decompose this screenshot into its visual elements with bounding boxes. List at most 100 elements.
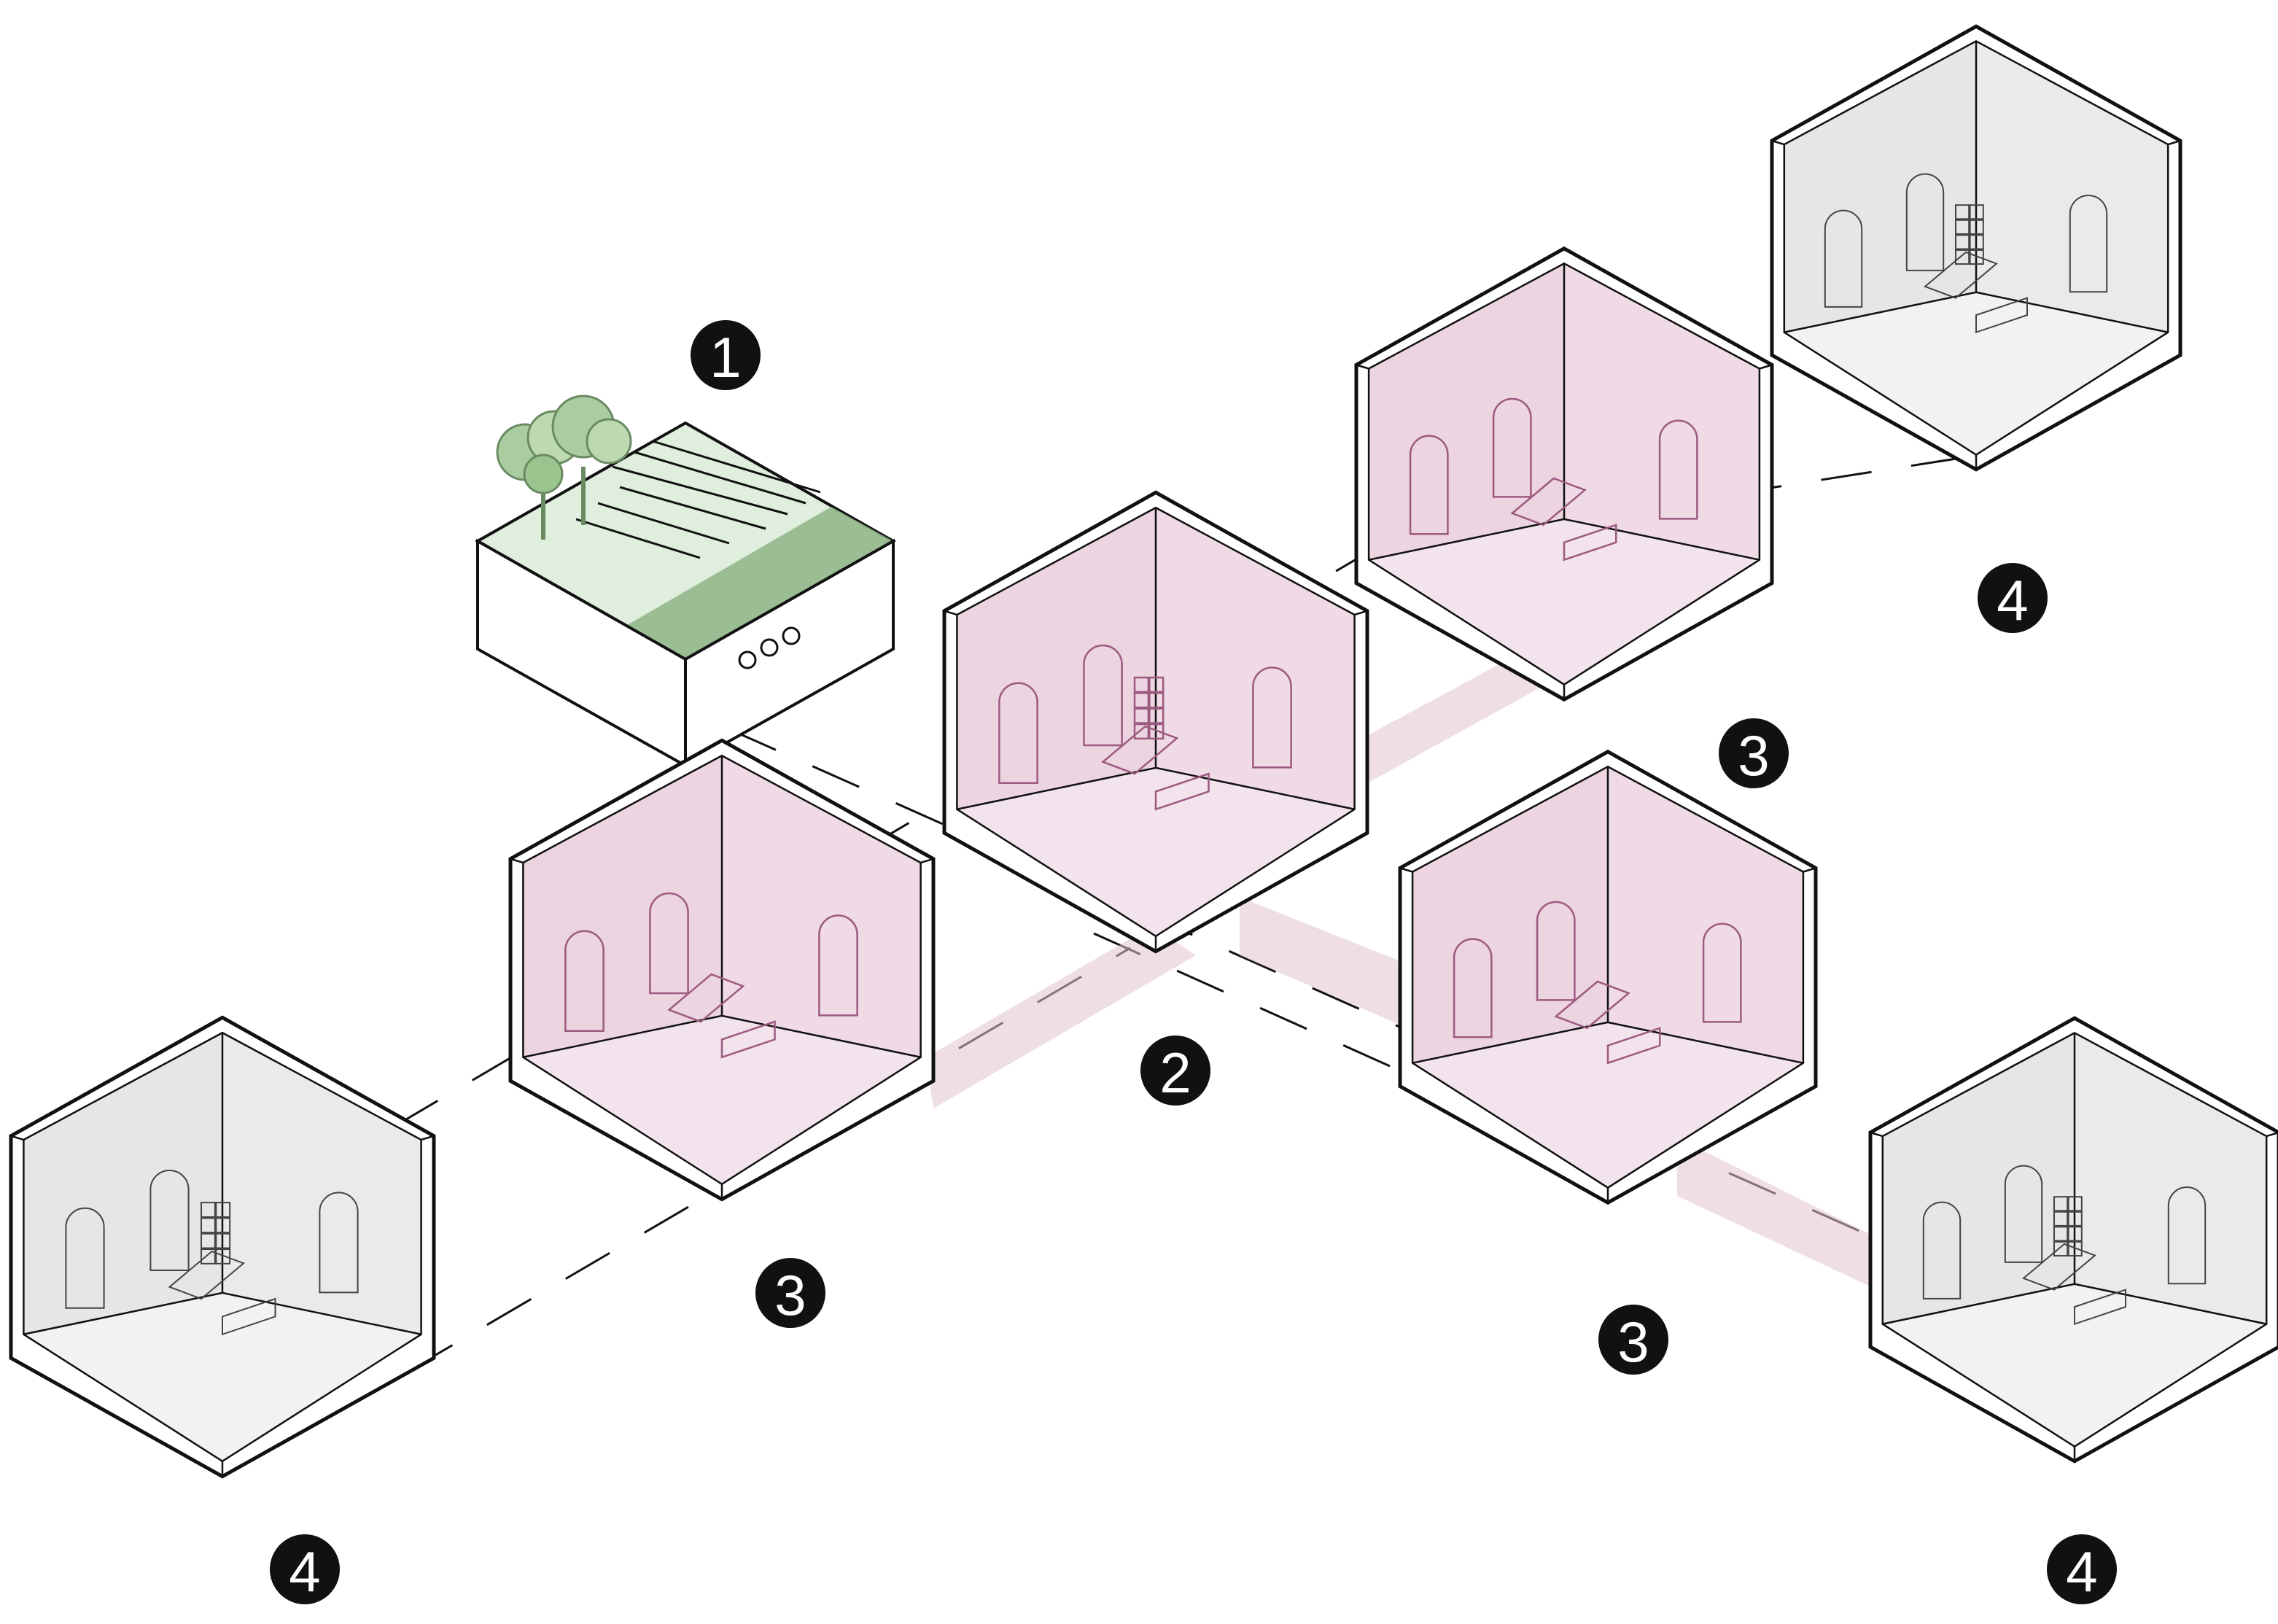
room-module-bathroom-bedroom [9,1015,436,1479]
number-badge-1: 1 [691,320,761,390]
furniture-sofa [168,1250,245,1300]
arch-opening [1536,901,1576,1001]
badge-circle [1598,1305,1668,1375]
badge-label: 4 [2066,1539,2097,1604]
number-badge-4: 4 [2047,1534,2117,1604]
furniture-bench [1975,297,2028,334]
shelf-cell [1955,234,1970,250]
arch-opening [1905,173,1945,271]
room-floor-edge [523,1014,921,1058]
arch-opening [1492,397,1532,498]
beam-lower-right [1677,1138,1910,1305]
arch-opening [1658,419,1698,520]
badge-label: 3 [774,1263,806,1327]
garden-block-right-face [684,538,895,769]
number-badge-4: 4 [270,1534,340,1604]
shelf-cell [201,1202,216,1218]
shelf-cell [1969,249,1984,265]
shelf-cell [1148,692,1165,709]
arch-opening [2167,1186,2207,1285]
shelf-cell [201,1232,216,1249]
furniture-bench [2074,1289,2126,1326]
room-back-right-wall [1608,766,1803,1063]
wall-thickness-line [1399,867,1413,873]
room-floor [1784,292,2169,455]
room-module-living-room [508,738,936,1202]
arch-opening [998,682,1038,784]
room-back-right-wall [722,755,921,1057]
arch-opening [1252,667,1292,769]
shelf-cell [1969,234,1984,250]
arch-opening [1083,644,1123,747]
garden-stripes [575,440,821,559]
arch-opening [564,930,605,1032]
wall-thickness-line [2167,139,2181,146]
furniture-sofa [1101,725,1179,775]
wall-thickness-line [1354,610,1368,616]
garden-planting-bed [623,507,893,659]
shelf-cell [1133,692,1150,709]
wall-thickness-line [1356,364,1369,370]
number-badge-4: 4 [1978,563,2048,633]
furniture-bench [1154,772,1210,811]
number-badge-3: 3 [755,1258,825,1328]
shelf-cell [1955,204,1970,220]
shelf-cell [2053,1226,2069,1242]
room-back-right-wall [1564,263,1760,560]
shelf-cell [1969,219,1984,235]
badge-label: 3 [1617,1310,1649,1374]
axis-lower-left-run [408,947,1131,1372]
shelf-cell [1148,707,1165,724]
furniture-sofa [667,973,745,1023]
arch-opening [1453,938,1493,1038]
furniture-sofa [1510,477,1587,527]
room-back-left-wall [1412,766,1608,1063]
badge-label: 1 [710,325,741,389]
shelf-cell [2067,1226,2083,1242]
arch-opening [149,1169,190,1271]
room-modules [9,24,2278,1479]
room-back-left-wall [1784,41,1976,333]
arch-opening [319,1192,359,1294]
badge-label: 3 [1738,723,1769,788]
arch-opening [1922,1201,1962,1299]
badge-circle [1140,1036,1210,1106]
arch-opening [65,1207,105,1309]
wall-thickness-line [1771,139,1785,146]
wall-thickness-line [10,1135,24,1141]
room-floor-edge [1412,1021,1804,1064]
number-badge-3: 3 [1598,1305,1668,1375]
furniture-bench [1606,1027,1661,1065]
furniture-bench [1563,524,1617,562]
wall-thickness-line [421,1135,435,1141]
furniture-sofa [1924,251,1998,299]
arch-opening [2004,1165,2043,1263]
shelf-cell [1133,723,1150,740]
number-badge-2: 2 [1140,1036,1210,1106]
room-back-right-wall [1976,41,2169,333]
shelf-cell [1969,204,1984,220]
badge-circle [2047,1534,2117,1604]
arch-opening [818,914,858,1017]
badge-label: 4 [1997,568,2028,632]
shelf-cell [201,1217,216,1234]
wall-thickness-line [2266,1131,2278,1138]
room-back-left-wall [523,755,722,1057]
module-roof-garden [474,395,897,769]
badge-circle [1978,563,2048,633]
arch-opening [1824,209,1863,308]
furniture-sofa [1554,980,1630,1030]
shelf-cell [215,1248,231,1264]
tree-icon [496,395,632,540]
shelf-cell [215,1217,231,1234]
badge-label: 4 [289,1539,320,1604]
room-floor-edge [1368,518,1760,561]
furniture-bench [222,1297,276,1336]
shelf-cell [2053,1240,2069,1257]
room-floor-edge [1882,1283,2267,1325]
shelf-cell [1133,676,1150,693]
arch-opening [1702,922,1742,1023]
arch-opening [649,892,689,995]
badge-circle [691,320,761,390]
